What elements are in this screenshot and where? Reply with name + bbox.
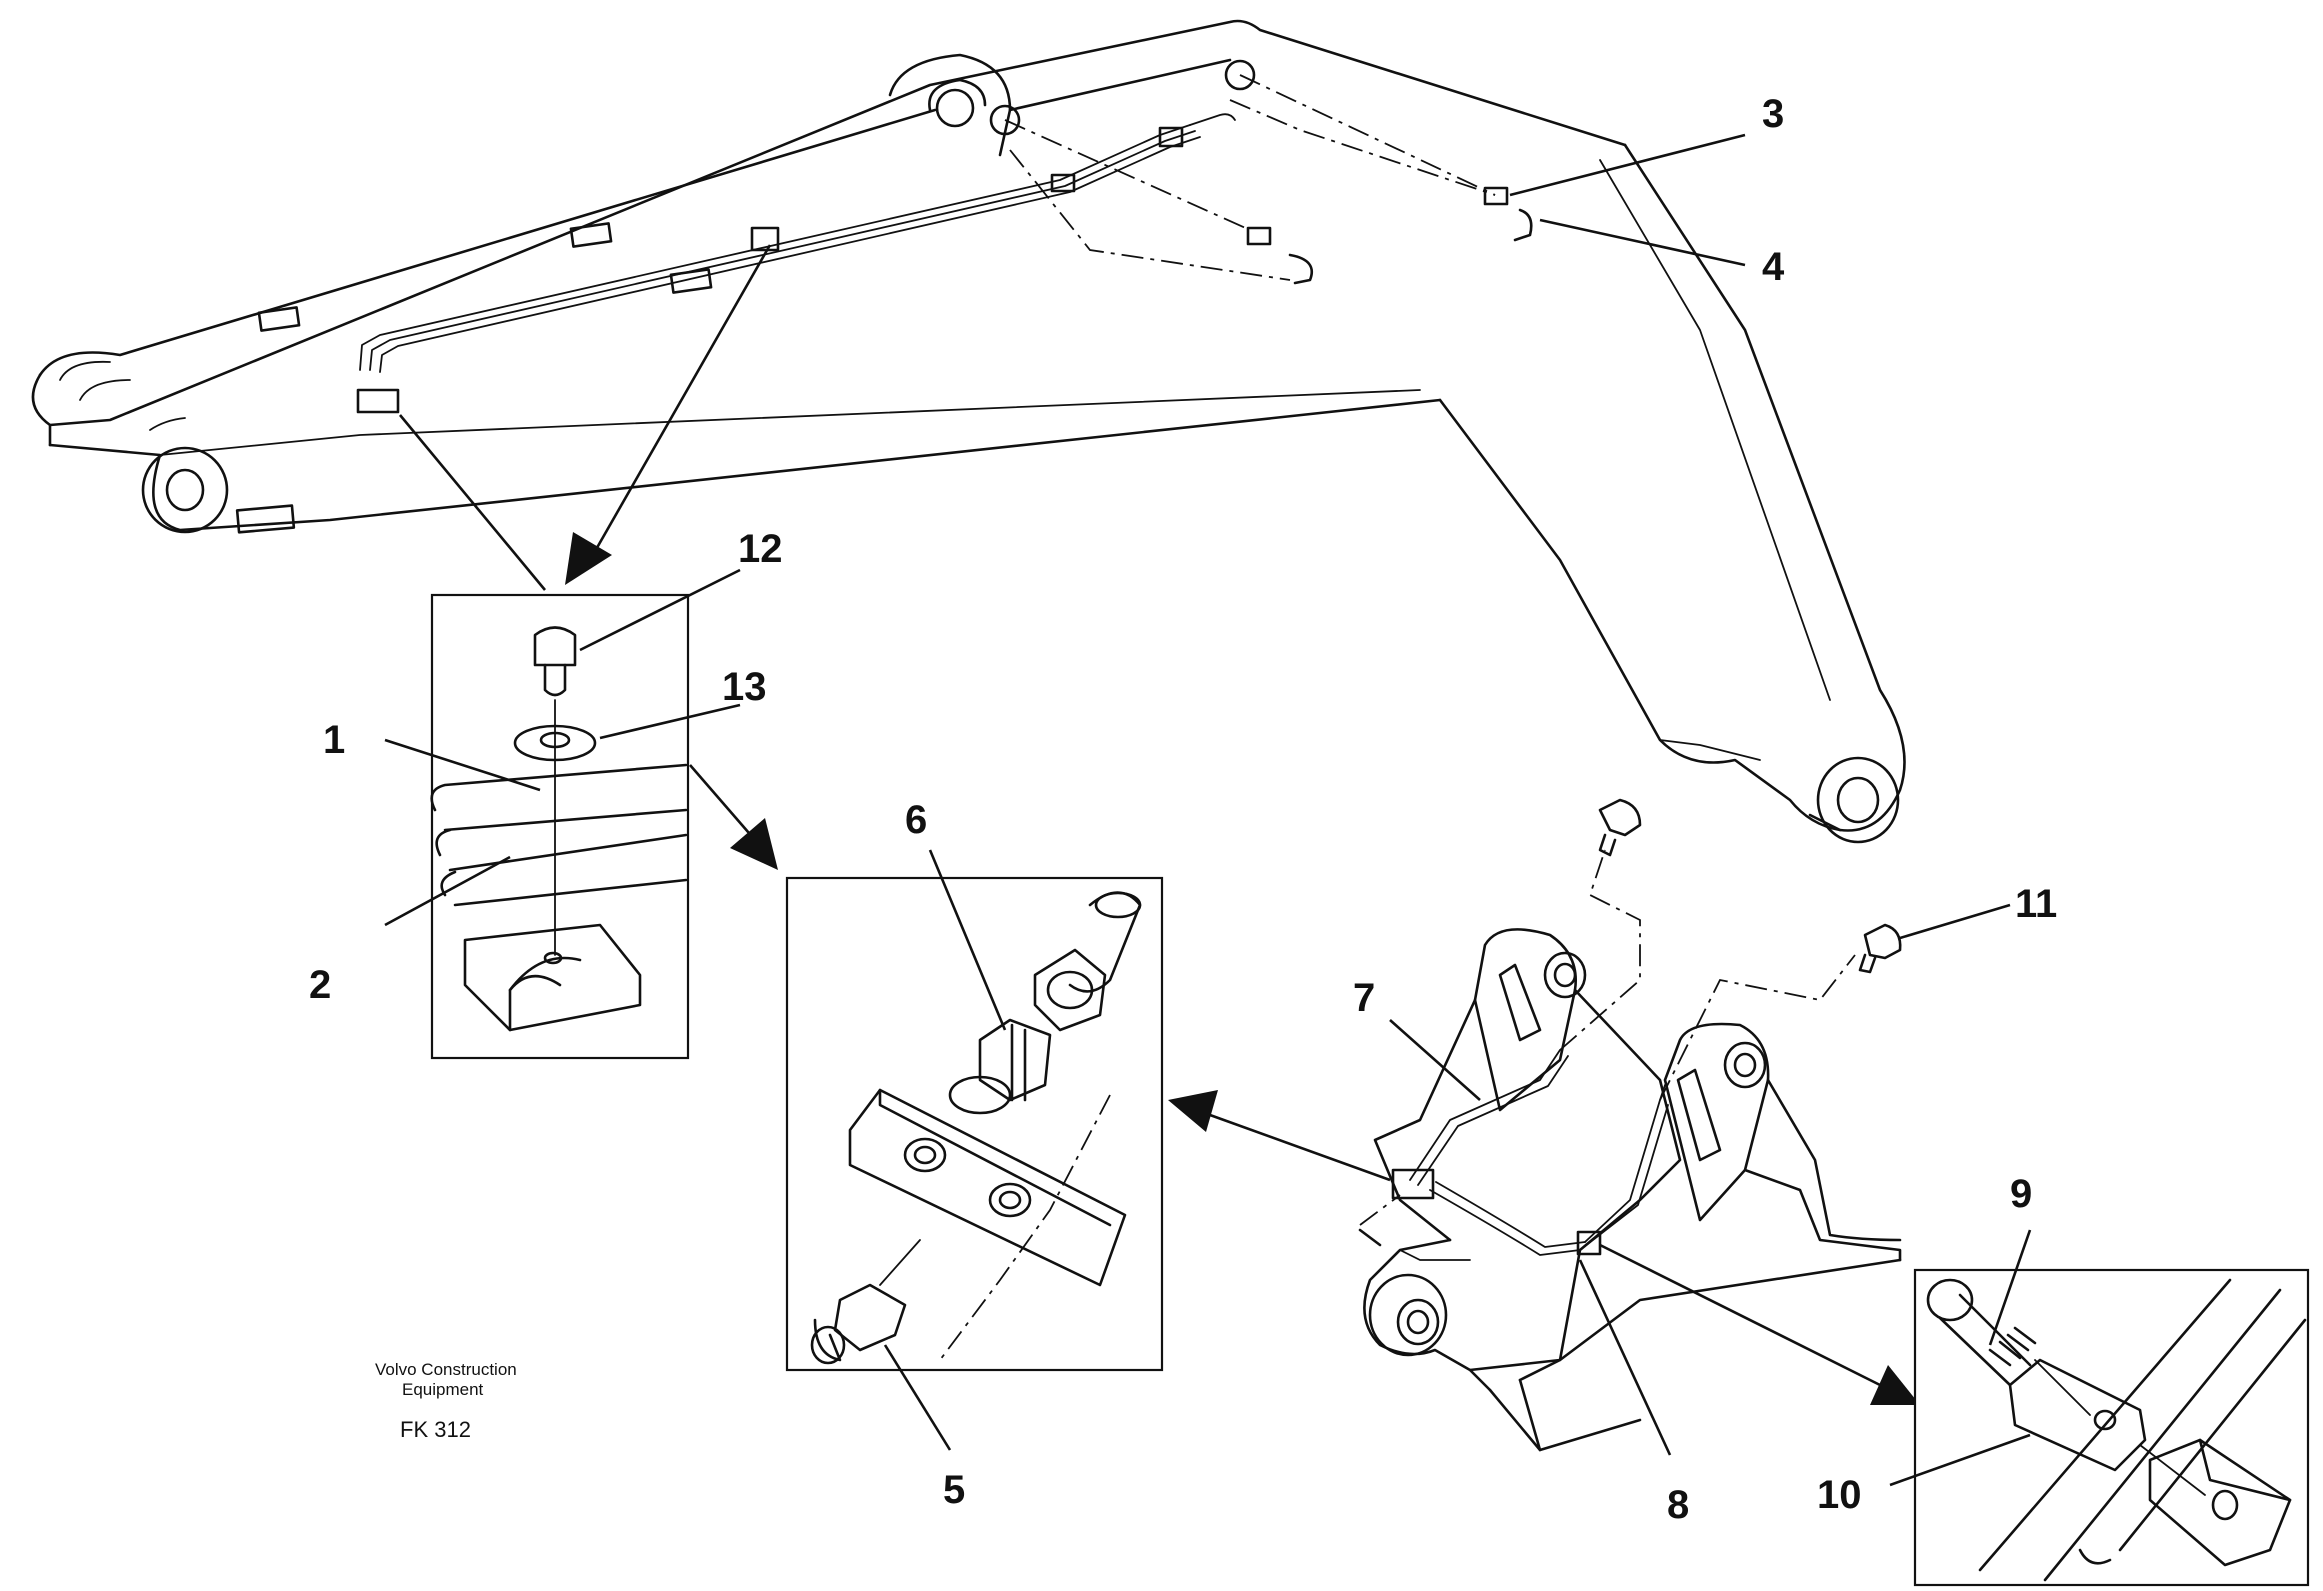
- callout-8: 8: [1667, 1483, 1689, 1527]
- callout-7: 7: [1353, 976, 1375, 1020]
- boom-pipes: [356, 74, 1533, 414]
- callout-3: 3: [1762, 92, 1784, 136]
- leader-clamp: [398, 414, 547, 591]
- callout-6: 6: [905, 798, 927, 842]
- callout-10: 10: [1817, 1473, 1862, 1517]
- arm-clamp-detail-box: [1913, 1268, 2310, 1587]
- arm-outline: [1358, 798, 1902, 1452]
- arrow-arm-to-clamp-detail: [1599, 1243, 1920, 1405]
- callout-2: 2: [309, 963, 331, 1007]
- arrow-to-fitting-detail: [689, 764, 778, 870]
- callout-4: 4: [1762, 245, 1785, 289]
- callout-5: 5: [943, 1468, 965, 1512]
- callout-11: 11: [2015, 882, 2057, 926]
- drawing-code: FK 312: [400, 1417, 471, 1442]
- callout-12: 12: [738, 527, 783, 571]
- arrow-arm-to-fitting-detail: [1168, 1090, 1391, 1182]
- callout-9: 9: [2010, 1172, 2032, 1216]
- callout-leaders: [384, 133, 2032, 1487]
- boom-outline: [31, 19, 1906, 844]
- clamp-detail-box: [430, 593, 690, 1060]
- caption-line-1: Volvo Construction: [375, 1360, 517, 1379]
- caption-line-2: Equipment: [402, 1380, 484, 1399]
- arrow-boom-to-detail: [565, 244, 772, 585]
- callout-numbers: 1 2 3 4 5 6 7 8 9 10 11 12 13: [309, 92, 2057, 1527]
- callout-13: 13: [722, 665, 767, 709]
- fitting-detail-box: [785, 876, 1164, 1372]
- drawing-caption: Volvo Construction Equipment FK 312: [375, 1360, 517, 1442]
- callout-1: 1: [323, 718, 345, 762]
